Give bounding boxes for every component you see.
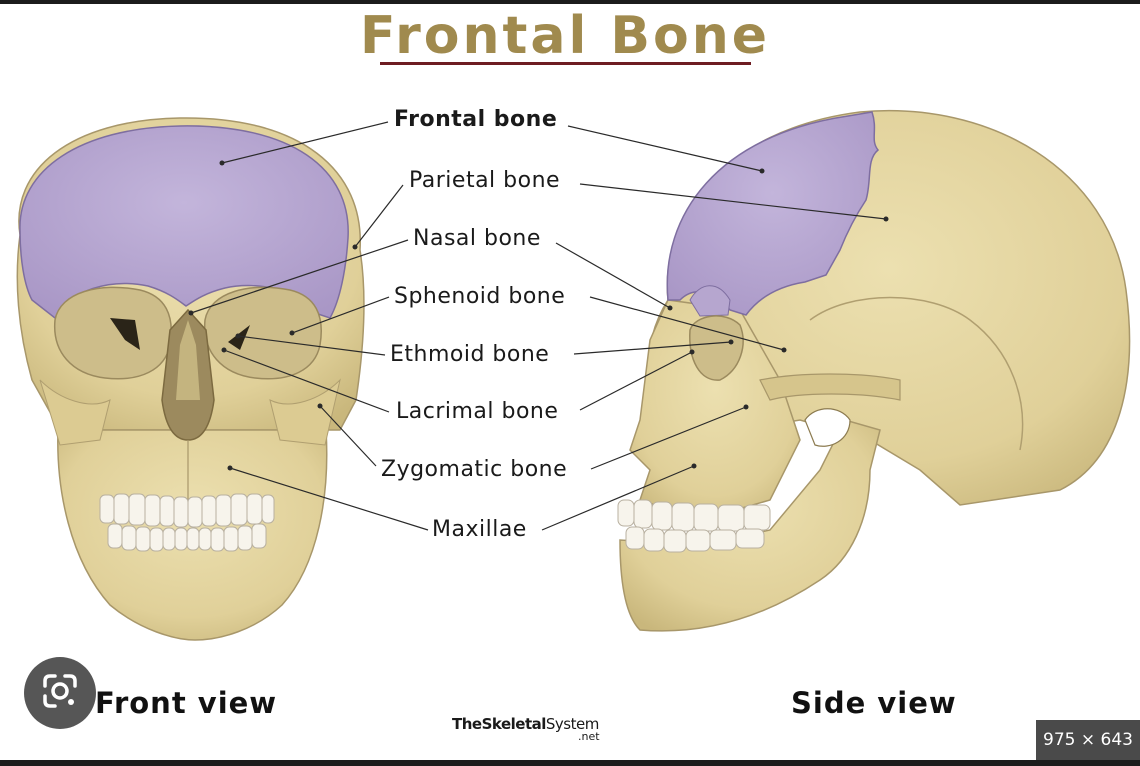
caption-front-view: Front view: [95, 686, 278, 720]
label-parietal-bone: Parietal bone: [409, 168, 561, 193]
label-maxillae: Maxillae: [432, 517, 527, 542]
brand-part-the: The: [452, 715, 482, 733]
bottom-border: [0, 760, 1140, 766]
label-zygomatic-bone: Zygomatic bone: [381, 457, 568, 482]
google-lens-button[interactable]: [24, 657, 96, 729]
label-ethmoid-bone: Ethmoid bone: [390, 342, 550, 367]
title-underline: [380, 62, 751, 65]
brand-part-skeletal: Skeletal: [481, 715, 547, 733]
front-frontal-bone: [19, 125, 349, 320]
brand-part-system: System: [545, 715, 599, 733]
diagram-title: Frontal Bone: [359, 6, 771, 66]
brand-suffix: .net: [578, 730, 600, 743]
front-skull: [16, 117, 365, 641]
label-nasal-bone: Nasal bone: [413, 226, 541, 251]
side-frontal-bone: [666, 111, 880, 316]
label-lacrimal-bone: Lacrimal bone: [396, 399, 559, 424]
google-lens-icon: [41, 672, 79, 714]
label-sphenoid-bone: Sphenoid bone: [394, 284, 566, 309]
image-size-badge: 975 × 643: [1036, 720, 1140, 760]
site-brand-logo: TheSkeletalSystem .net: [452, 714, 600, 743]
leader-dots: [188, 160, 889, 471]
side-skull: [617, 110, 1131, 632]
label-frontal-bone: Frontal bone: [394, 107, 558, 132]
top-border: [0, 0, 1140, 4]
caption-side-view: Side view: [791, 686, 957, 720]
leader-lines: [190, 121, 887, 531]
